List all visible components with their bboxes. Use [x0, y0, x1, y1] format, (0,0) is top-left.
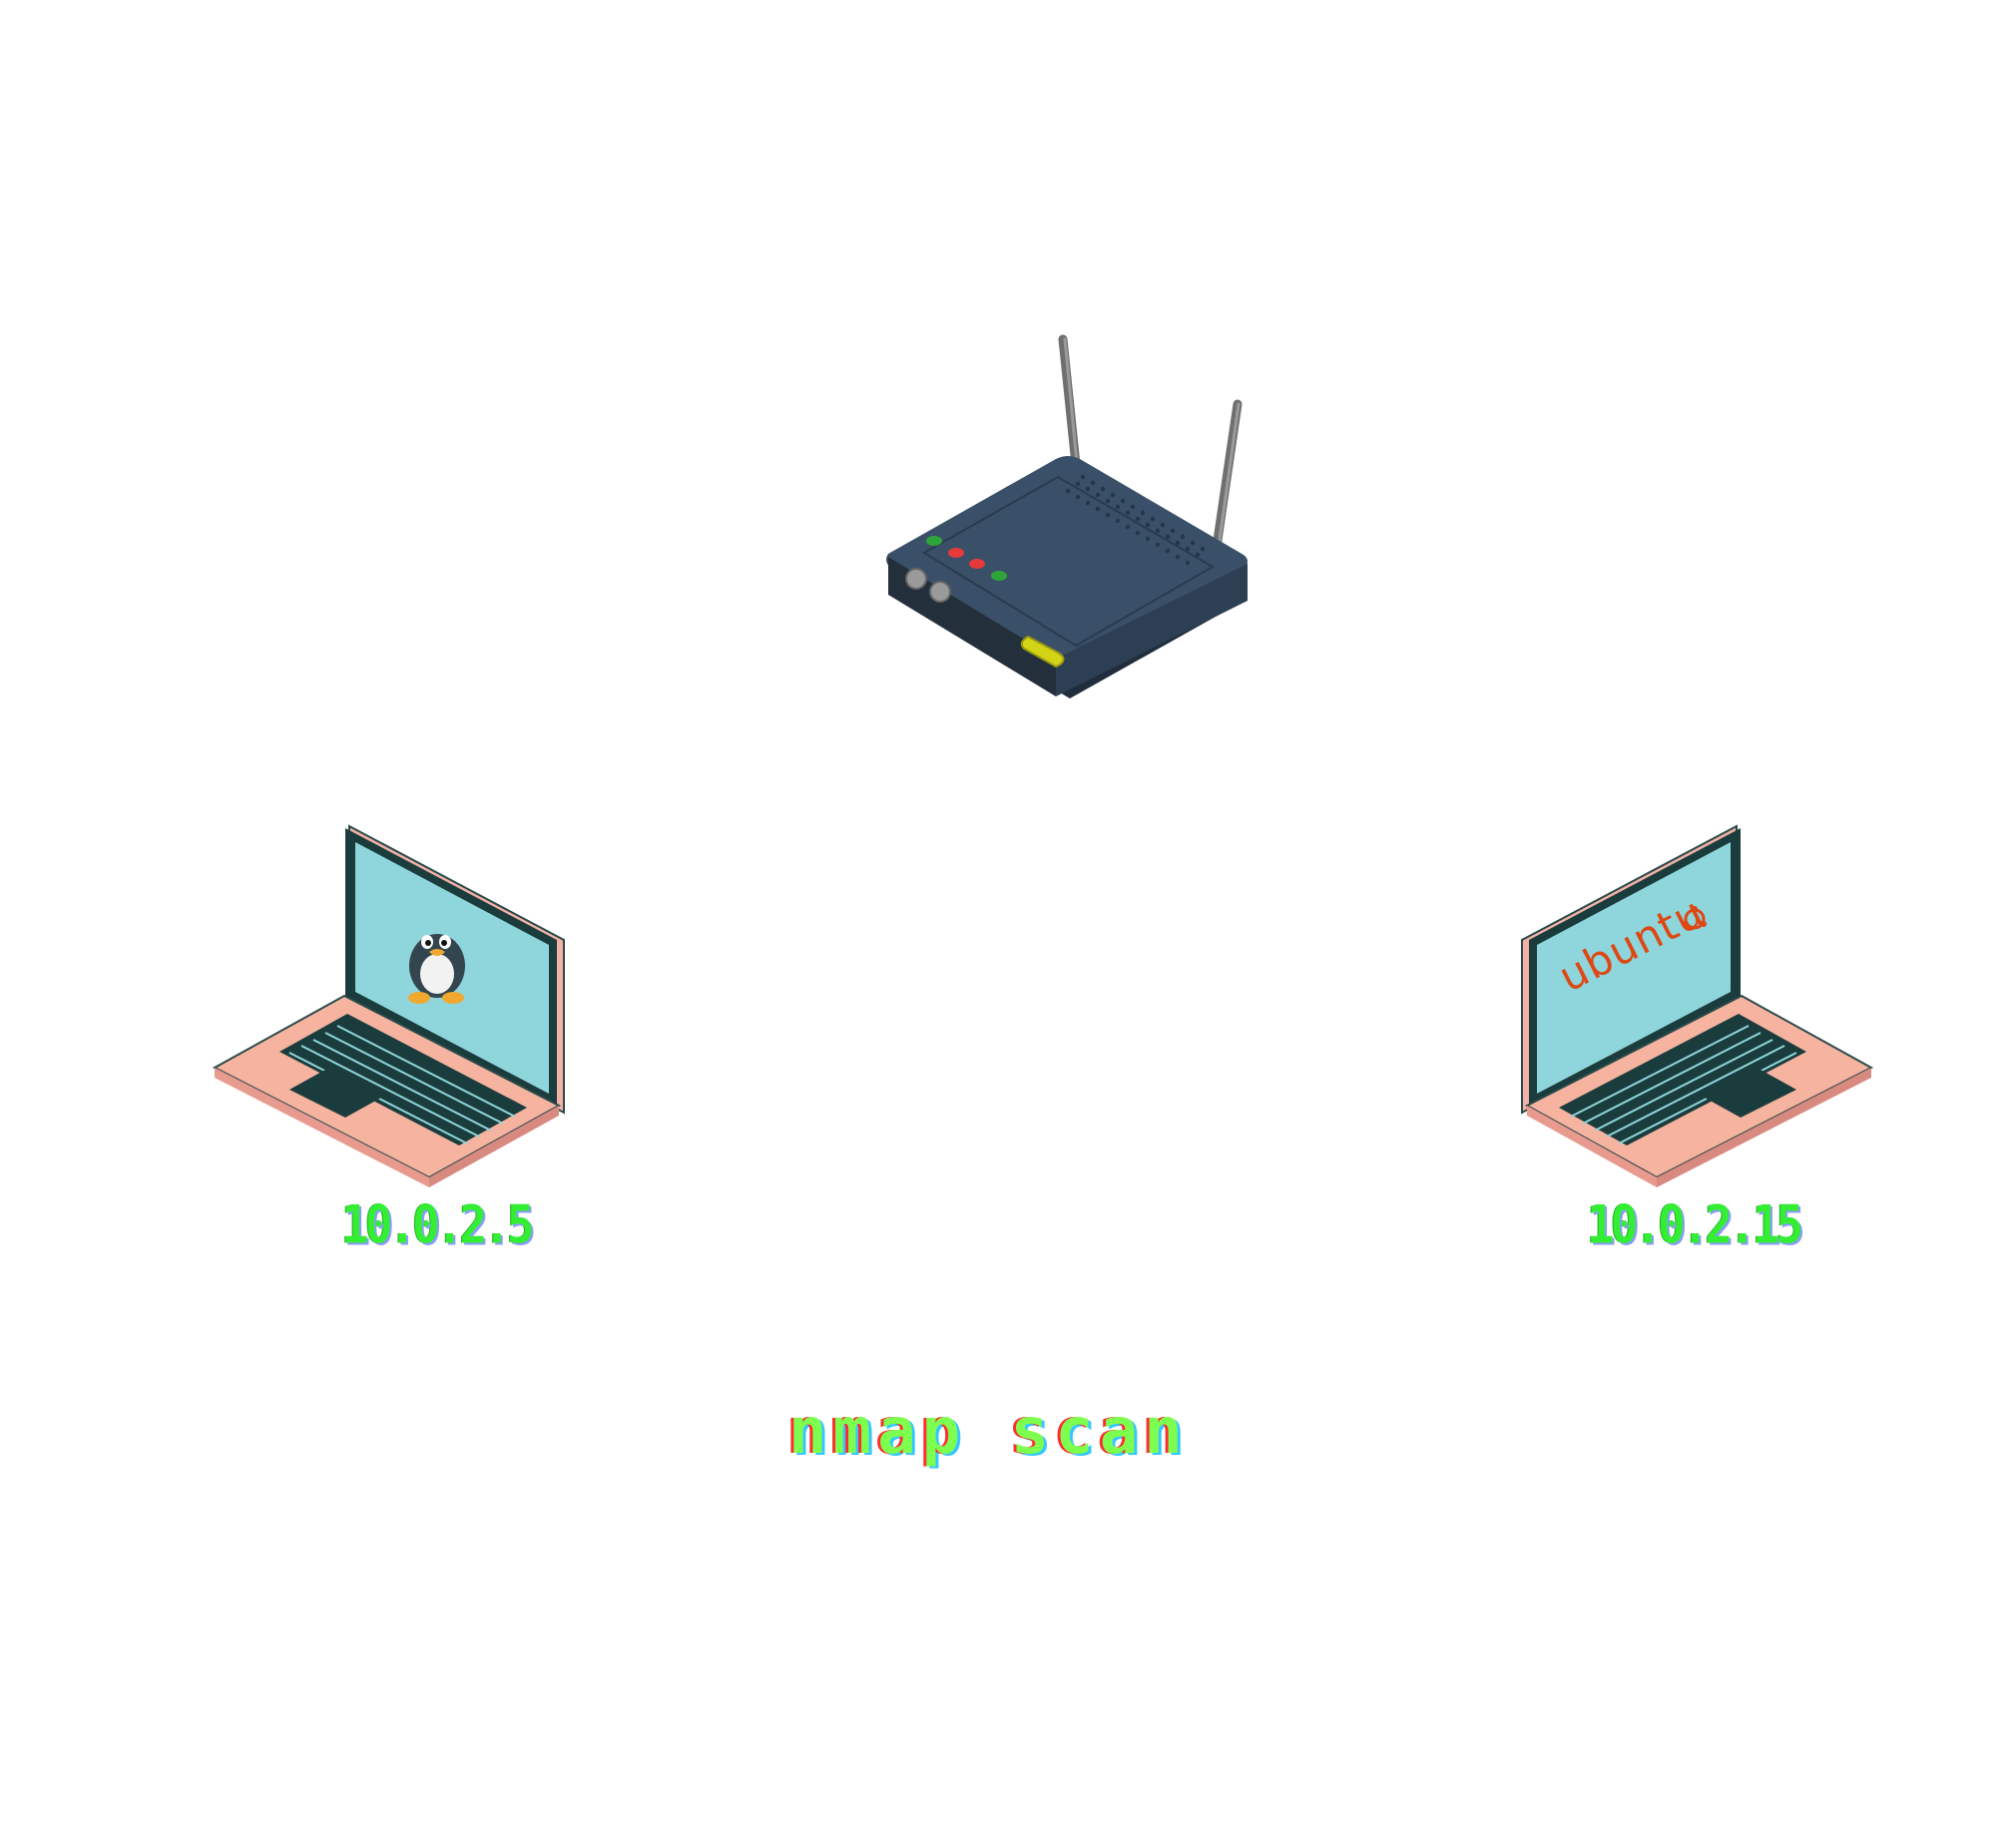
ip-label-right: 10.0.2.15 — [1587, 1192, 1803, 1256]
laptop-ubuntu: ubuntu — [1507, 818, 1876, 1197]
ubuntu-logo-icon — [1683, 906, 1707, 930]
diagram-title: nmap scan — [788, 1395, 1189, 1469]
laptop-icon — [1521, 824, 1874, 1187]
wifi-router-icon — [886, 334, 1248, 698]
ip-label-left: 10.0.2.5 — [341, 1192, 535, 1256]
linux-tux-icon — [408, 934, 465, 1004]
wifi-router — [878, 329, 1258, 708]
laptop-linux — [210, 818, 579, 1197]
laptop-icon — [212, 824, 565, 1187]
